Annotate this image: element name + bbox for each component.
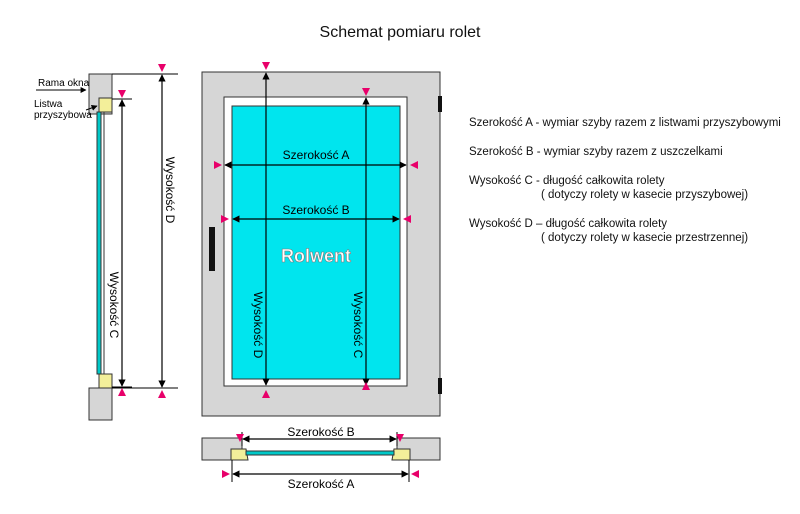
szer-a-bottom-label: Szerokość A: [288, 477, 355, 491]
legend-entry-main: Szerokość A - wymiar szyby razem z listw…: [469, 117, 781, 129]
bottom-section: [201, 437, 441, 461]
front-markers: [214, 62, 418, 398]
legend-entry: Wysokość D – długość całkowita rolety ( …: [469, 217, 799, 245]
wys-d-front-label: Wysokość D: [251, 292, 265, 359]
legend-entry: Szerokość A - wymiar szyby razem z listw…: [469, 116, 799, 130]
diagram-title: Schemat pomiaru rolet: [319, 24, 481, 41]
side-markers: [118, 64, 166, 398]
side-section: [88, 73, 113, 421]
hinge-bottom: [438, 378, 442, 394]
legend-entry: Wysokość C - długość całkowita rolety ( …: [469, 174, 799, 202]
legend-entry: Szerokość B - wymiar szyby razem z uszcz…: [469, 145, 799, 159]
bottom-markers: [222, 434, 419, 478]
wys-c-front-label: Wysokość C: [351, 292, 365, 359]
rama-okna-label: Rama okna: [38, 78, 90, 89]
bottom-glass: [245, 450, 395, 456]
szer-a-front-label: Szerokość A: [283, 148, 350, 162]
listwa-label-line2: przyszybowa: [34, 110, 92, 121]
listwa-label-line1: Listwa: [34, 99, 63, 110]
side-bead-top: [98, 97, 113, 113]
hinge-top: [438, 96, 442, 112]
legend-entry-main: Szerokość B - wymiar szyby razem z uszcz…: [469, 146, 723, 158]
side-glass: [96, 111, 102, 375]
legend-entry-sub: ( dotyczy rolety w kasecie przestrzennej…: [541, 232, 749, 244]
window-front: [201, 71, 442, 417]
legend-entry-sub: ( dotyczy rolety w kasecie przyszybowej): [541, 189, 749, 201]
window-glass: [231, 105, 401, 380]
wys-d-side-label: Wysokość D: [163, 157, 177, 224]
legend: Szerokość A - wymiar szyby razem z listw…: [469, 116, 799, 260]
legend-entry-main: Wysokość C - długość całkowita rolety: [469, 175, 665, 187]
szer-b-front-label: Szerokość B: [282, 203, 349, 217]
bottom-bead-left: [230, 448, 249, 461]
window-handle: [209, 227, 215, 271]
bottom-bead-right: [391, 448, 411, 461]
wys-c-side-label: Wysokość C: [107, 272, 121, 339]
brand-logo-text: Rolwent: [281, 246, 351, 266]
legend-entry-main: Wysokość D – długość całkowita rolety: [469, 218, 668, 230]
side-bead-bottom: [98, 373, 113, 389]
side-frame-bottom: [88, 387, 113, 421]
szer-b-bottom-label: Szerokość B: [287, 425, 354, 439]
